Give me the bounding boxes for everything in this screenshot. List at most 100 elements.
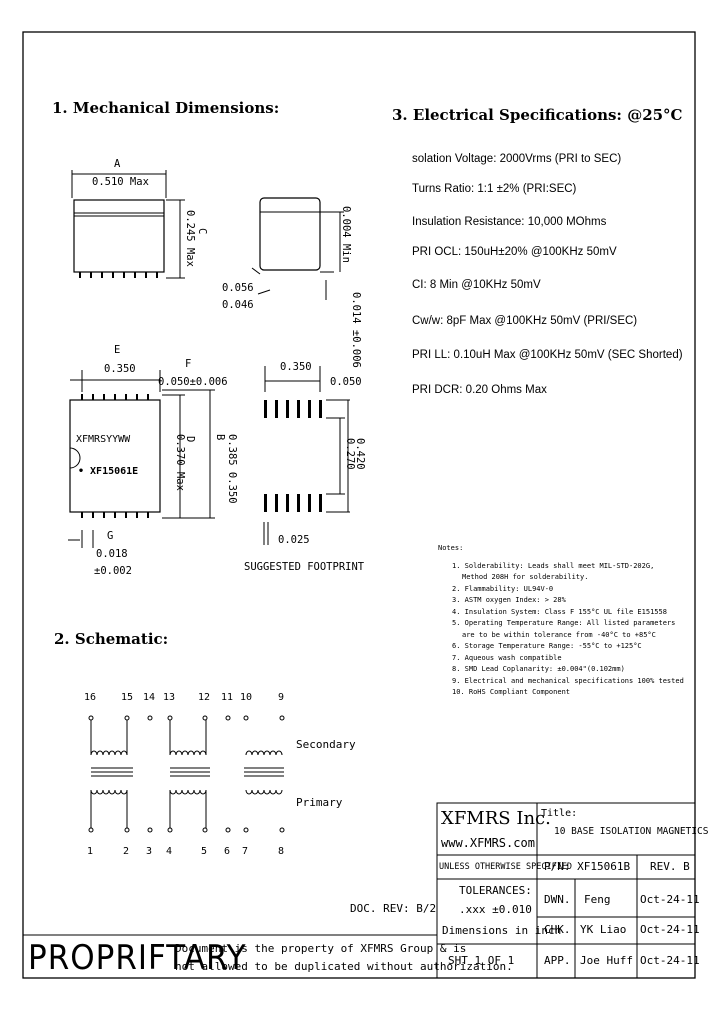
note-item: 1. Solderability: Leads shall meet MIL-S…: [452, 561, 655, 570]
drawn-label: DWN.: [544, 893, 571, 906]
dim-e-label: E: [114, 344, 121, 356]
note-item: 8. SMD Lead Coplanarity: ±0.004"(0.102mm…: [452, 665, 625, 673]
notes-list: 1. Solderability: Leads shall meet MIL-S…: [452, 561, 684, 699]
package-end-view: [251, 197, 344, 300]
unless-specified: UNLESS OTHERWISE SPECIFIED: [439, 862, 573, 872]
dim-f-value: 0.050±0.006: [158, 376, 228, 388]
schematic-drawing: [88, 715, 285, 833]
pin-label-14: 14: [143, 692, 156, 703]
dim-f-label: F: [185, 358, 192, 370]
note-item: 2. Flammability: UL94V-0: [452, 584, 554, 593]
pin-label-13: 13: [163, 692, 176, 703]
fp-dim-025: 0.025: [278, 534, 310, 546]
dim-c-label: C: [196, 228, 208, 235]
marking-line-2: • XF15061E: [78, 466, 139, 477]
spec-ci: CI: 8 Min @10KHz 50mV: [412, 279, 541, 291]
sheet-number: SHT 1 OF 1: [448, 954, 515, 967]
pin-label-6: 6: [224, 846, 231, 857]
company-website: www.XFMRS.com: [441, 836, 535, 850]
tolerances-label: TOLERANCES:: [459, 884, 532, 897]
dim-d-value: 0.370 Max: [174, 434, 186, 491]
note-item: 10. RoHS Compliant Component: [452, 688, 571, 696]
company-name: XFMRS Inc.: [441, 808, 551, 829]
package-top-view: [68, 370, 215, 548]
pin-label-1: 1: [87, 846, 94, 857]
proprietary-notice-line-2: not allowed to be duplicated without aut…: [175, 960, 513, 973]
note-item: 5. Operating Temperature Range: All list…: [452, 619, 676, 627]
pin-label-2: 2: [123, 846, 130, 857]
primary-label: Primary: [296, 796, 343, 809]
spec-turns-ratio: Turns Ratio: 1:1 ±2% (PRI:SEC): [412, 183, 577, 195]
fp-dim-050: 0.050: [330, 376, 362, 388]
revision: REV. B: [650, 860, 690, 873]
spec-pri-dcr: PRI DCR: 0.20 Ohms Max: [412, 384, 547, 396]
checked-label: CHK.: [544, 923, 571, 936]
part-number: P/N: XF15061B: [544, 860, 631, 873]
pin-label-12: 12: [198, 692, 211, 703]
pin-label-15: 15: [121, 692, 134, 703]
proprietary-notice-line-1: Document is the property of XFMRS Group …: [175, 942, 467, 955]
dim-b-value: 0.385 0.350: [226, 434, 238, 504]
note-item: 4. Insulation System: Class F 155°C UL f…: [452, 607, 667, 616]
dim-c-value: 0.245 Max: [184, 210, 196, 267]
note-item: 9. Electrical and mechanical specificati…: [452, 676, 684, 685]
top-pin-circles: [88, 715, 285, 721]
pin-label-8: 8: [278, 846, 285, 857]
dim-g-value: 0.018: [96, 548, 128, 560]
footprint-caption: SUGGESTED FOOTPRINT: [244, 561, 365, 573]
dim-g-tol: ±0.002: [94, 565, 132, 577]
approved-date: Oct-24-11: [640, 954, 700, 967]
note-item: 3. ASTM oxygen Index: > 28%: [452, 596, 566, 604]
dim-056: 0.056: [222, 282, 254, 294]
pin-label-5: 5: [201, 846, 208, 857]
footprint-pads: [264, 400, 322, 512]
title-label: Title:: [541, 808, 578, 819]
fp-dim-350: 0.350: [280, 361, 312, 373]
drawing-border: [22, 31, 696, 979]
fp-dim-420: 0.420: [354, 438, 366, 470]
checked-date: Oct-24-11: [640, 923, 700, 936]
secondary-label: Secondary: [296, 738, 356, 751]
dim-004: 0.004 Min: [340, 206, 352, 263]
pin-label-4: 4: [166, 846, 173, 857]
schematic-title: 2. Schematic:: [54, 630, 169, 648]
spec-insulation-resistance: Insulation Resistance: 10,000 MOhms: [412, 216, 607, 228]
spec-pri-ocl: PRI OCL: 150uH±20% @100KHz 50mV: [412, 246, 617, 258]
bottom-pin-circles: [88, 827, 285, 833]
dim-014: 0.014 ±0.006: [350, 292, 362, 368]
spec-pri-ll: PRI LL: 0.10uH Max @100KHz 50mV (SEC Sho…: [412, 349, 683, 361]
pin-label-16: 16: [84, 692, 97, 703]
pin-label-9: 9: [278, 692, 285, 703]
note-item: Method 208H for solderability.: [462, 573, 589, 581]
dim-046: 0.046: [222, 299, 254, 311]
electrical-specifications-title: 3. Electrical Specifications: @25°C: [392, 106, 683, 124]
drawn-date: Oct-24-11: [640, 893, 700, 906]
pin-label-7: 7: [242, 846, 249, 857]
notes-block: Notes: 1. Solderability: Leads shall mee…: [438, 543, 684, 699]
note-item: are to be within tolerance from -40°C to…: [462, 630, 656, 639]
dimensions-in-inch: Dimensions in inch: [442, 924, 562, 937]
checked-name: YK Liao: [580, 923, 627, 936]
note-item: 6. Storage Temperature Range: -55°C to +…: [452, 642, 642, 650]
package-side-view: [71, 170, 185, 279]
marking-line-1: XFMRSYYWW: [76, 434, 131, 445]
notes-title: Notes:: [438, 544, 464, 552]
title-value: 10 BASE ISOLATION MAGNETICS: [554, 826, 709, 837]
tolerances-value: .xxx ±0.010: [459, 903, 532, 916]
dim-b-label: B: [214, 434, 226, 441]
note-item: 7. Aqueous wash compatible: [452, 653, 562, 662]
dim-a-label: A: [114, 158, 121, 170]
spec-isolation-voltage: solation Voltage: 2000Vrms (PRI to SEC): [412, 153, 622, 165]
dim-a-value: 0.510 Max: [92, 176, 149, 188]
spec-cww: Cw/w: 8pF Max @100KHz 50mV (PRI/SEC): [412, 315, 638, 327]
document-revision: DOC. REV: B/2: [350, 902, 437, 915]
pin-label-11: 11: [221, 692, 234, 703]
approved-name: Joe Huff: [580, 954, 633, 967]
drawn-name: Feng: [584, 893, 611, 906]
mechanical-dimensions-title: 1. Mechanical Dimensions:: [52, 99, 280, 117]
footprint-dims: [263, 366, 350, 545]
dim-e-value: 0.350: [104, 363, 136, 375]
dim-g-label: G: [107, 530, 114, 542]
pin-label-10: 10: [240, 692, 253, 703]
